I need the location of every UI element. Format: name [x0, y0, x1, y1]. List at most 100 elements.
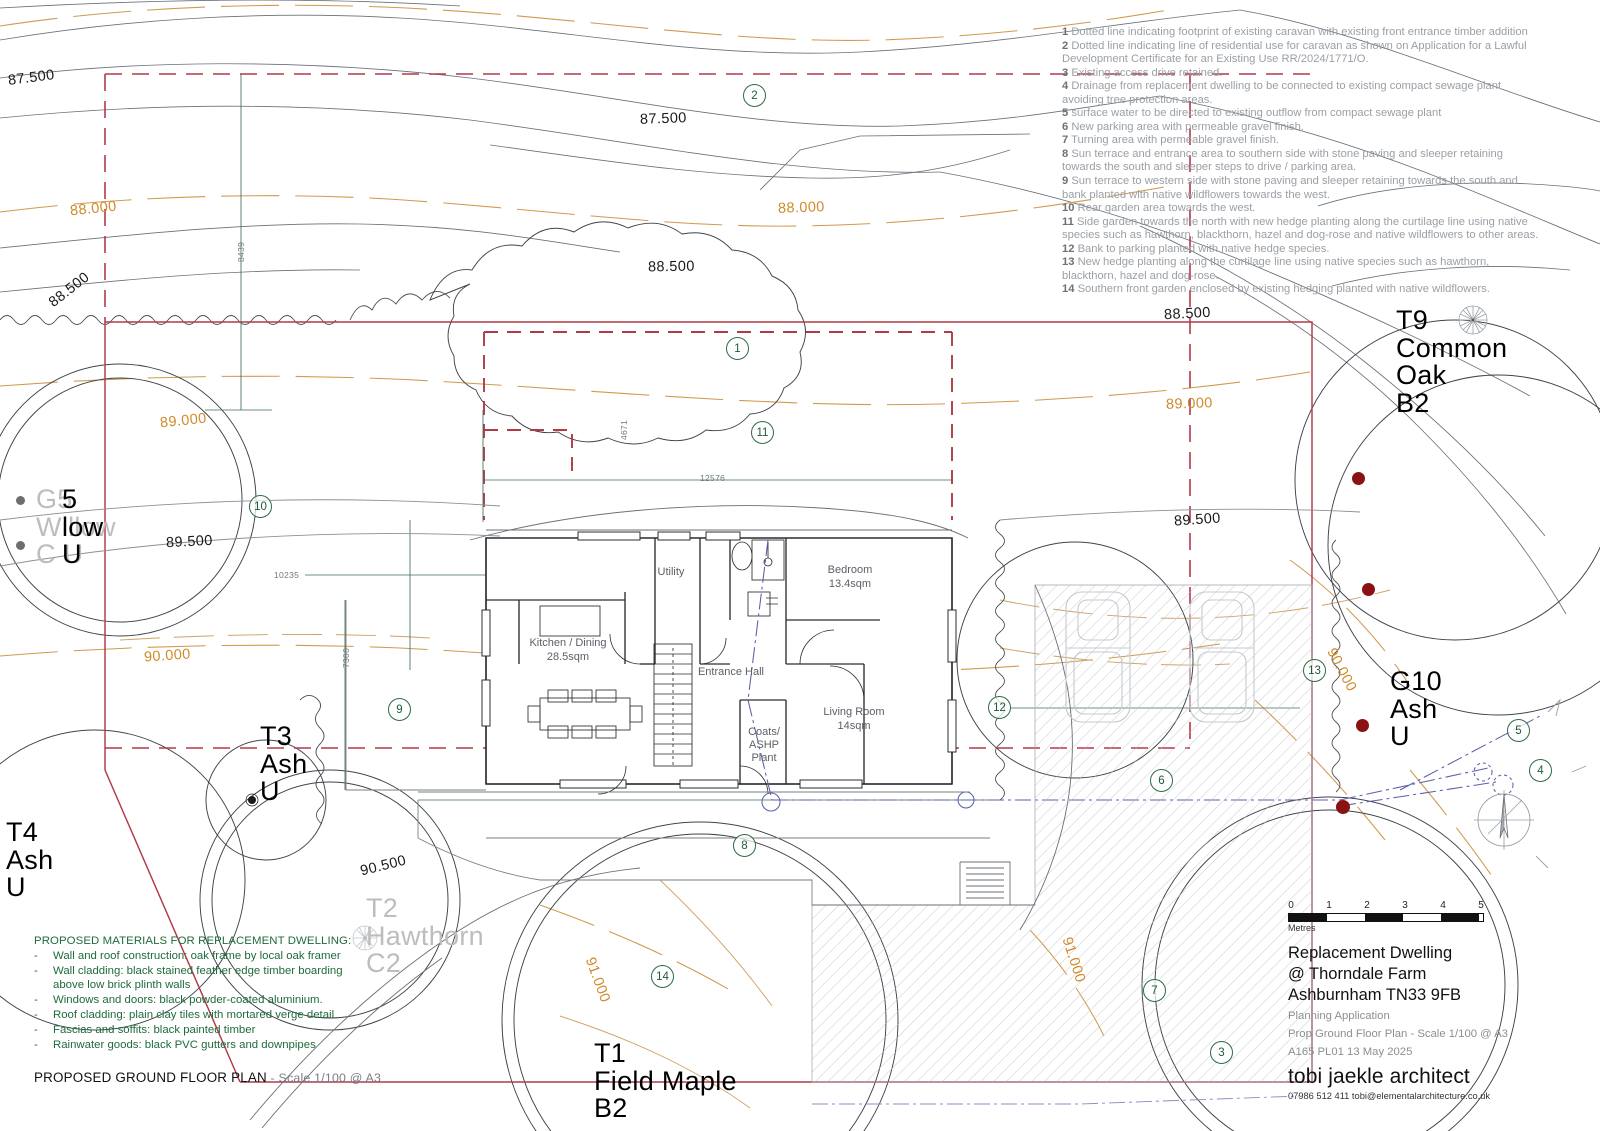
- material-item: -Windows and doors: black powder-coated …: [34, 994, 323, 1007]
- note-item: 5 surface water to be directed to existi…: [1062, 107, 1442, 120]
- material-item: -Wall and roof construction: oak frame b…: [34, 949, 341, 962]
- contour-label: 90.000: [143, 646, 192, 666]
- note-item: 8 Sun terrace and entrance area to south…: [1062, 147, 1503, 174]
- material-item: -Roof cladding: plain clay tiles with mo…: [34, 1009, 335, 1022]
- room-label-utility: Utility: [657, 566, 685, 578]
- tree-protection-dot: [1336, 800, 1350, 814]
- hedge-scallop-vertical: [299, 519, 1341, 825]
- callout-9[interactable]: 9: [388, 698, 411, 721]
- tree-label-t3-ash: T3 Ash U: [260, 721, 308, 807]
- callout-14[interactable]: 14: [651, 965, 674, 988]
- contour-label: 88.000: [777, 199, 826, 217]
- access-drive: [249, 867, 641, 1129]
- tree-protection-dot: [1352, 472, 1365, 485]
- scale-tick: 0: [1288, 900, 1294, 911]
- north-arrow-icon: [1474, 790, 1534, 850]
- callout-11[interactable]: 11: [751, 421, 774, 444]
- door-swings: [597, 629, 865, 795]
- field-boundary-grey: [0, 499, 1361, 567]
- tree-marker-dot: [16, 541, 25, 550]
- house-footprint: [485, 537, 953, 785]
- title-block: 0 1 2 3 4 5 Metres Replacement Dwelling …: [1288, 900, 1588, 1101]
- bullet-dash: -: [34, 949, 38, 962]
- materials-note: PROPOSED MATERIALS FOR REPLACEMENT DWELL…: [34, 934, 364, 1053]
- tree-label-g5-willow: 5 low U: [62, 484, 104, 570]
- callout-7[interactable]: 7: [1143, 979, 1166, 1002]
- plan-title: PROPOSED GROUND FLOOR PLAN - Scale 1/100…: [34, 1070, 381, 1085]
- material-item: -Rainwater goods: black PVC gutters and …: [34, 1038, 316, 1051]
- kitchen-furniture: [527, 605, 643, 739]
- contour-label: 89.000: [1165, 395, 1214, 413]
- caravan-footprint-dashed: [483, 331, 953, 520]
- dimension-text: 10235: [274, 570, 300, 580]
- project-title: Replacement Dwelling @ Thorndale Farm As…: [1288, 944, 1462, 1005]
- note-item: 14 Southern front garden enclosed by exi…: [1062, 283, 1490, 296]
- tree-label-t2-hawthorn: T2 Hawthorn C2: [366, 893, 484, 979]
- note-item: 1 Dotted line indicating footprint of ex…: [1062, 26, 1528, 38]
- room-label-living-room: Living Room 14sqm: [823, 706, 885, 732]
- practice-name: tobi jaekle architect: [1288, 1065, 1470, 1089]
- callout-12[interactable]: 12: [988, 696, 1011, 719]
- scale-unit-label: Metres: [1288, 923, 1316, 933]
- callout-1[interactable]: 1: [726, 337, 749, 360]
- tree-label-g5-willow-grey: G5 Willow C U: [36, 484, 116, 570]
- contour-label: 88.500: [647, 258, 695, 276]
- drainage-nodes: [761, 762, 1514, 812]
- material-item: -Fascias and soffits: black painted timb…: [34, 1023, 256, 1036]
- note-item: 10 Rear garden area towards the west.: [1062, 202, 1256, 215]
- callout-3[interactable]: 3: [1210, 1041, 1233, 1064]
- drawing-name: Prop Ground Floor Plan - Scale 1/100 @ A…: [1288, 1028, 1508, 1040]
- dimension-text: 8439: [236, 241, 246, 262]
- note-item: 9 Sun terrace to western side with stone…: [1062, 175, 1518, 201]
- callout-8[interactable]: 8: [733, 834, 756, 857]
- staircase: [653, 643, 693, 767]
- dimension-text: 4671: [619, 419, 629, 440]
- bullet-dash: -: [34, 1023, 38, 1036]
- dimension-text: 7300: [341, 647, 351, 668]
- callout-6[interactable]: 6: [1150, 769, 1173, 792]
- scale-tick: 3: [1402, 900, 1408, 911]
- scale-tick: 2: [1364, 900, 1370, 911]
- material-item: -Wall cladding: black stained feather ed…: [34, 964, 343, 992]
- drive-edge-lines: [812, 584, 1073, 931]
- note-item: 13 New hedge planting along the curtilag…: [1062, 256, 1490, 282]
- materials-items: -Wall and roof construction: oak frame b…: [34, 949, 364, 1053]
- callout-5[interactable]: 5: [1507, 719, 1530, 742]
- roof-outline: [469, 505, 969, 541]
- drawing-stage: Planning Application: [1288, 1010, 1390, 1023]
- room-label-coats-ashp: Coats/ ASHP Plant: [748, 726, 780, 764]
- room-label-kitchen-dining: Kitchen / Dining 28.5sqm: [529, 637, 607, 663]
- callout-4[interactable]: 4: [1529, 759, 1552, 782]
- note-item: 2 Dotted line indicating line of residen…: [1062, 39, 1527, 66]
- contour-label: 88.500: [1163, 304, 1212, 324]
- callout-13[interactable]: 13: [1303, 659, 1326, 682]
- bullet-dash: -: [34, 1038, 38, 1051]
- tree-label-t4-ash: T4 Ash U: [6, 817, 54, 903]
- scale-bar-graphic: [1288, 913, 1484, 922]
- tree-label-g10-ash: G10 Ash U: [1390, 666, 1442, 752]
- scale-tick: 1: [1326, 900, 1332, 911]
- materials-heading: PROPOSED MATERIALS FOR REPLACEMENT DWELL…: [34, 935, 352, 947]
- car-symbol: [1189, 591, 1255, 723]
- contour-label: 87.500: [639, 110, 688, 128]
- note-item: 3 Existing access drive retained.: [1062, 66, 1223, 79]
- note-item: 12 Bank to parking planted with native h…: [1062, 242, 1330, 255]
- tree-label-t9-common-oak: T9 Common Oak B2: [1396, 305, 1508, 418]
- dimension-text: 12576: [700, 473, 726, 483]
- tree-protection-dot: [1362, 583, 1375, 596]
- drawing-ref: A165 PL01 13 May 2025: [1288, 1045, 1413, 1058]
- callout-10[interactable]: 10: [249, 495, 272, 518]
- compass-tick-marks: [1535, 698, 1587, 869]
- tree-label-t1-field-maple: T1 Field Maple B2: [594, 1038, 737, 1124]
- hedge-lines: [0, 291, 451, 325]
- scale-bar-ticks: 0 1 2 3 4 5: [1288, 900, 1484, 913]
- tree-symbol-wheel: [352, 925, 378, 951]
- tree-protection-dot: [1356, 719, 1369, 732]
- callout-2[interactable]: 2: [743, 84, 766, 107]
- window-openings: [481, 531, 957, 789]
- bullet-dash: -: [34, 964, 38, 977]
- contour-label: 89.500: [1173, 510, 1222, 530]
- plan-title-scale: - Scale 1/100 @ A3: [266, 1071, 382, 1085]
- tree-trunk-marker: [245, 793, 259, 807]
